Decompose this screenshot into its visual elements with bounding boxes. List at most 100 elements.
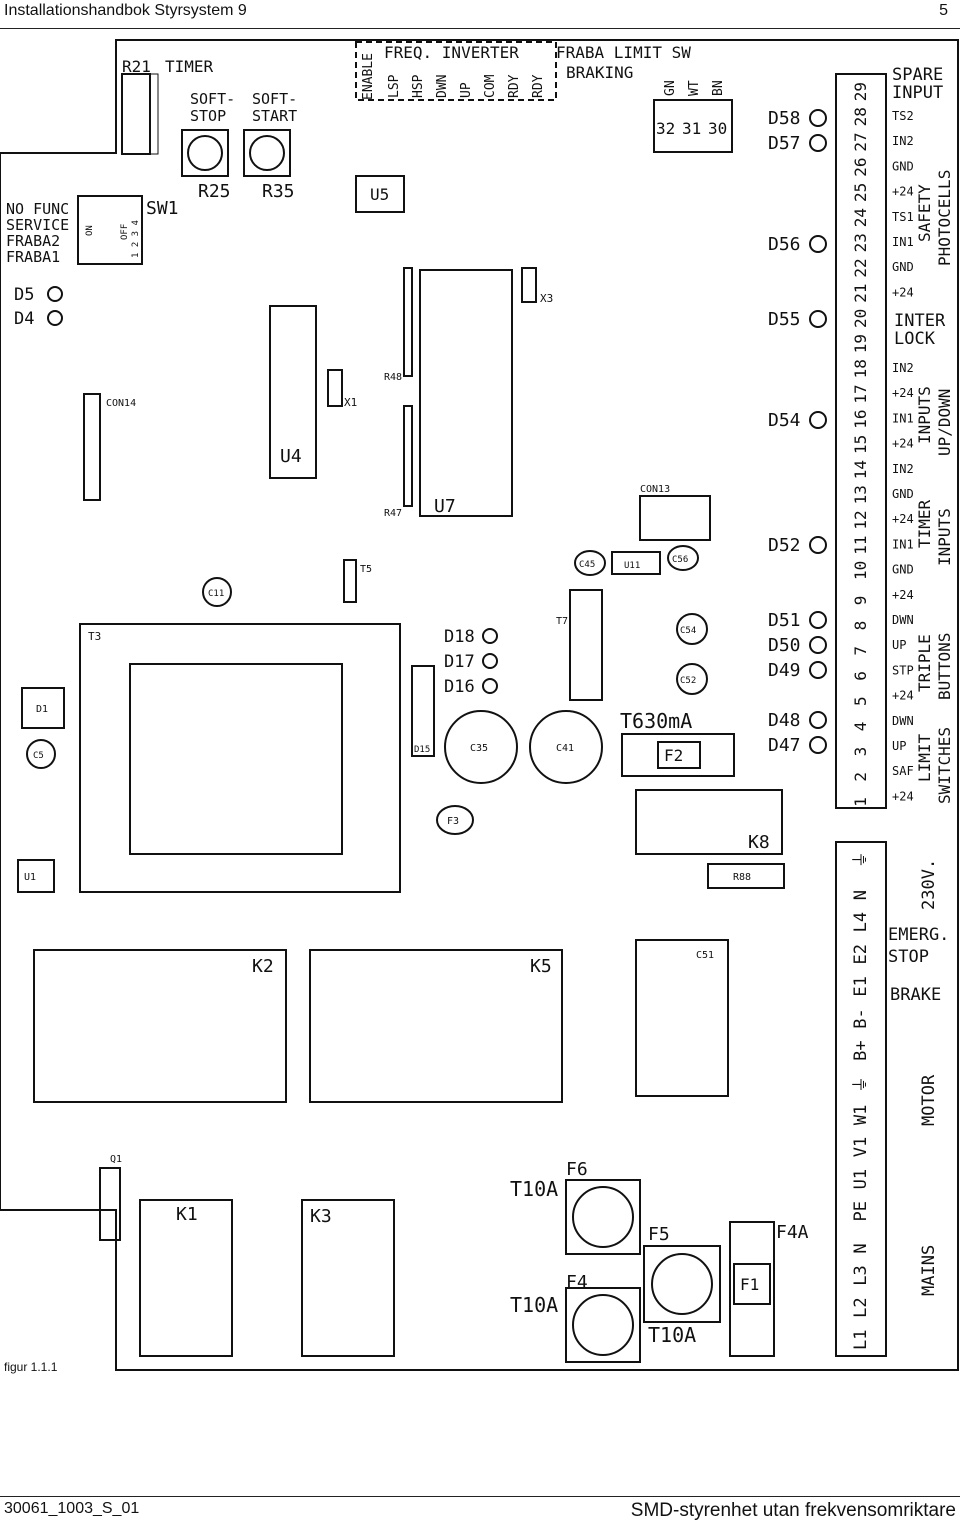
- r35-pot-frame: [243, 129, 291, 177]
- u4-label: U4: [280, 446, 302, 467]
- terminal-signal-label: GND: [892, 563, 914, 577]
- k2-relay: [33, 949, 287, 1103]
- circuit-board-diagram: R21 TIMER SOFT- STOP SOFT- START R25 R35…: [0, 39, 959, 1371]
- updown-inputs-label: INPUTS: [915, 386, 934, 444]
- terminal-number: 13: [851, 485, 870, 504]
- d17-label: D17: [444, 652, 475, 672]
- t3-transformer: [79, 623, 401, 893]
- terminal-number: 15: [851, 435, 870, 454]
- led-indicator: [809, 736, 827, 754]
- terminal-signal-label: +24: [892, 185, 914, 199]
- terminal-number: 22: [851, 258, 870, 277]
- fraba-title: FRABA LIMIT SW: [556, 43, 691, 62]
- u11-chip: [611, 551, 661, 575]
- t5-label: T5: [360, 564, 372, 575]
- power-terminal-label: ⏚: [851, 851, 871, 868]
- power-terminal-label: W1: [851, 1105, 871, 1125]
- power-terminal-label: E2: [851, 944, 871, 964]
- f2-fuse: [657, 741, 701, 769]
- f3-label: F3: [447, 816, 459, 827]
- freq-pin-label: UP: [459, 82, 474, 98]
- led-label: D56: [768, 234, 801, 255]
- c41-cap: [529, 710, 603, 784]
- u5-label: U5: [370, 185, 389, 204]
- f4-label: F4: [566, 1272, 588, 1293]
- timer-label: TIMER: [165, 57, 214, 76]
- f4a-label: F4A: [776, 1222, 809, 1243]
- f6-fuse: [572, 1186, 634, 1248]
- q1-label: Q1: [110, 1154, 122, 1165]
- soft-start-label-1: SOFT-: [252, 90, 297, 108]
- terminal-number: 6: [851, 671, 870, 681]
- con14-label: CON14: [106, 398, 136, 409]
- power-terminal-label: L2: [851, 1297, 871, 1317]
- sw-label-service: SERVICE: [6, 216, 69, 234]
- t3-core: [129, 663, 343, 855]
- led-label: D49: [768, 660, 801, 681]
- x1-part: [327, 369, 343, 407]
- power-terminal-label: L1: [851, 1330, 871, 1350]
- r21-comb: [149, 73, 159, 155]
- k5-relay: [309, 949, 563, 1103]
- c51-label: C51: [696, 950, 714, 961]
- c52-cap: [676, 663, 708, 695]
- photocells-label: PHOTOCELLS: [935, 170, 954, 266]
- f4-fuse: [572, 1294, 634, 1356]
- sw-label-fraba1: FRABA1: [6, 248, 60, 266]
- f6-holder: [565, 1179, 641, 1255]
- terminal-number: 27: [851, 132, 870, 151]
- d15-label: D15: [414, 745, 430, 755]
- r25-pot: [187, 135, 223, 171]
- led-indicator: [809, 536, 827, 554]
- led-label: D54: [768, 410, 801, 431]
- terminal-number: 5: [851, 696, 870, 706]
- terminal-number: 9: [851, 596, 870, 606]
- terminal-number: 20: [851, 309, 870, 328]
- t7-label: T7: [556, 616, 568, 627]
- spare-label-1: SPARE: [892, 65, 943, 85]
- terminal-number: 19: [851, 334, 870, 353]
- u1-chip: [17, 859, 55, 893]
- figure-caption: figur 1.1.1: [4, 1360, 58, 1374]
- terminal-number: 2: [851, 772, 870, 782]
- c35-cap: [444, 710, 518, 784]
- fraba-terminal-block: [653, 99, 733, 153]
- fraba-pin-label: BN: [711, 80, 726, 96]
- terminal-signal-label: +24: [892, 588, 914, 602]
- fraba-pin-number: 30: [708, 119, 727, 138]
- terminal-number: 8: [851, 621, 870, 631]
- d1-part: [21, 687, 65, 729]
- power-terminal-label: N: [851, 1243, 871, 1253]
- sw-off-label: OFF: [120, 224, 130, 240]
- power-terminal-label: U1: [851, 1169, 871, 1189]
- t7-part: [569, 589, 603, 701]
- r48-label: R48: [384, 372, 402, 383]
- terminal-number: 29: [851, 82, 870, 101]
- signal-terminal-strip: [835, 73, 887, 809]
- header-title: Installationshandbok Styrsystem 9: [4, 2, 247, 19]
- terminal-number: 14: [851, 460, 870, 479]
- c56-label: C56: [672, 555, 688, 565]
- soft-stop-label-2: STOP: [190, 107, 226, 125]
- terminal-signal-label: IN1: [892, 235, 914, 249]
- c54-cap: [676, 613, 708, 645]
- r48-part: [403, 267, 413, 377]
- terminal-signal-label: DWN: [892, 613, 914, 627]
- d5-label: D5: [14, 285, 34, 305]
- terminal-number: 21: [851, 284, 870, 303]
- power-terminal-label: ⏚: [851, 1076, 871, 1093]
- interlock-label-1: INTER: [894, 311, 946, 331]
- f1-holder: [729, 1221, 775, 1357]
- led-indicator: [809, 109, 827, 127]
- stop-label: STOP: [888, 947, 929, 967]
- x1-label: X1: [344, 396, 357, 409]
- mains-label: MAINS: [919, 1245, 939, 1296]
- led-indicator: [809, 661, 827, 679]
- c45-cap: [574, 550, 606, 576]
- terminal-signal-label: +24: [892, 512, 914, 526]
- terminal-number: 12: [851, 510, 870, 529]
- soft-stop-label-1: SOFT-: [190, 90, 235, 108]
- sw-label-fraba2: FRABA2: [6, 232, 60, 250]
- u7-chip: [419, 269, 513, 517]
- power-terminal-label: B-: [851, 1008, 871, 1028]
